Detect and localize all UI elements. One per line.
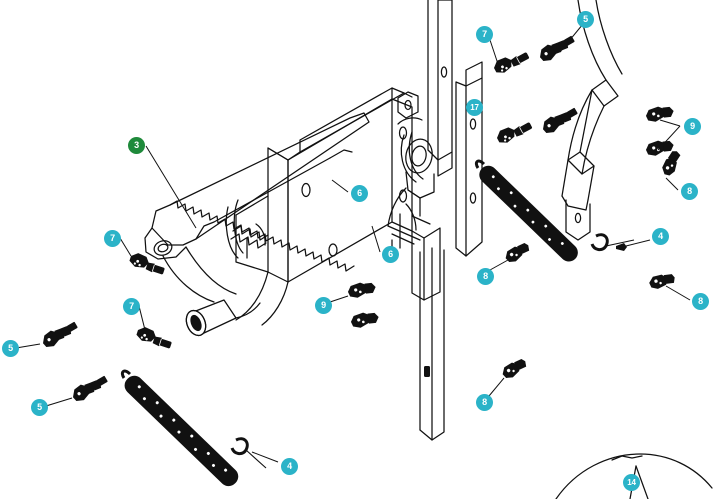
shoulder-bolt-right-lower — [648, 271, 677, 291]
extension-spring-upper-art — [474, 159, 635, 262]
callout-9-right[interactable]: 9 — [684, 118, 701, 135]
stud-bolt-left-upper — [39, 318, 80, 351]
callout-8-right-upper[interactable]: 8 — [681, 183, 698, 200]
callout-17[interactable]: 17 — [466, 99, 483, 116]
hex-flange-bolt-mid — [494, 116, 534, 147]
callout-4-lower-spring[interactable]: 4 — [281, 458, 298, 475]
flange-nut-center-a — [346, 279, 378, 300]
shoulder-bolt-right-upper — [660, 148, 684, 178]
stud-bolt-top — [536, 32, 577, 65]
toothed-rack-lever-art — [144, 112, 370, 272]
stud-bolt-left-lower — [69, 372, 110, 405]
callout-8-center-upper[interactable]: 8 — [477, 268, 494, 285]
flange-nut-center-b — [349, 309, 381, 330]
cylinder-boss-art — [185, 299, 261, 337]
flange-nut-right-a — [644, 103, 676, 124]
callout-7-top[interactable]: 7 — [476, 26, 493, 43]
hex-flange-bolt-left-lower — [134, 324, 175, 351]
callout-14[interactable]: 14 — [623, 474, 640, 491]
clevis-pin-right — [616, 243, 627, 251]
leader-lines — [15, 23, 691, 463]
shoulder-bolt-center-upper — [503, 240, 532, 266]
callout-8-center-lower[interactable]: 8 — [476, 394, 493, 411]
callout-5-top[interactable]: 5 — [577, 11, 594, 28]
callout-8-right-lower[interactable]: 8 — [692, 293, 709, 310]
shoulder-bolt-center-lower — [500, 356, 529, 382]
callout-4-right[interactable]: 4 — [652, 228, 669, 245]
callout-6-upper[interactable]: 6 — [351, 185, 368, 202]
handle-tube-art — [411, 0, 623, 441]
callout-9-center[interactable]: 9 — [315, 297, 332, 314]
callout-7-left-upper[interactable]: 7 — [104, 230, 121, 247]
callout-6-lower[interactable]: 6 — [382, 246, 399, 263]
pivot-knuckle-art — [387, 91, 435, 259]
callout-5-left-lower[interactable]: 5 — [31, 399, 48, 416]
bracket-plate-art — [162, 87, 413, 326]
extension-spring-lower-art — [120, 369, 267, 487]
callout-5-left-upper[interactable]: 5 — [2, 340, 19, 357]
callout-3[interactable]: 3 — [128, 137, 145, 154]
callout-7-left-lower[interactable]: 7 — [123, 298, 140, 315]
